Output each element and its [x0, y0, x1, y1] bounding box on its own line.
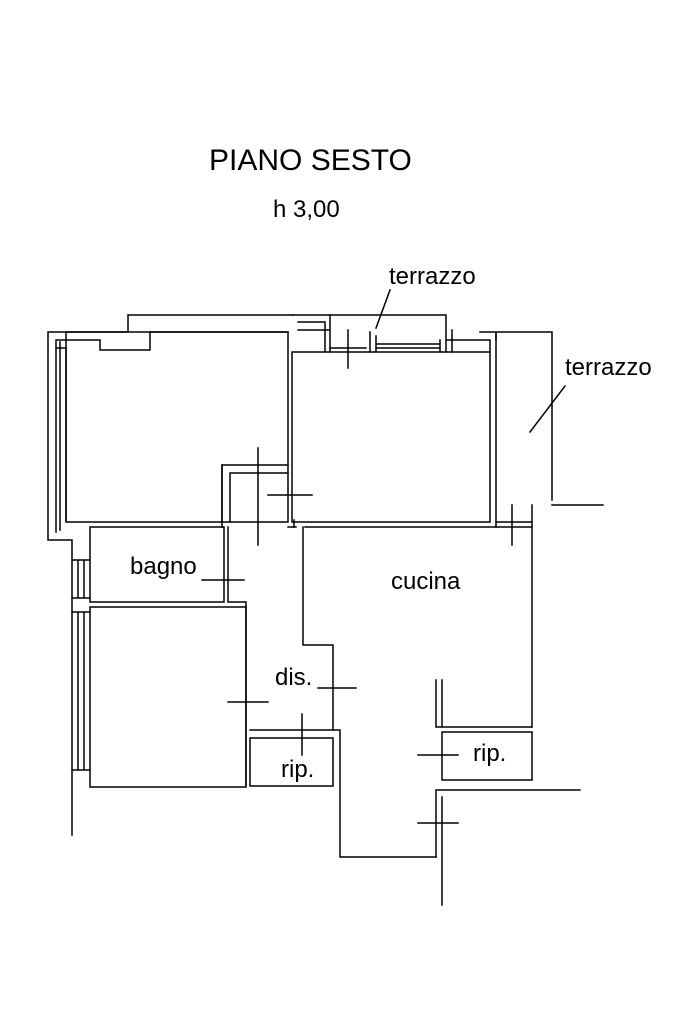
door-markers [201, 329, 533, 824]
bathroom [89, 526, 225, 603]
top-wall-mid [292, 314, 331, 353]
top-wall-right [329, 314, 497, 353]
closet-right [441, 731, 533, 781]
room-label-bagno: bagno [130, 553, 197, 580]
room-label-terrazzo-top: terrazzo [389, 263, 476, 290]
plan-title: PIANO SESTO [209, 144, 412, 177]
kitchen-lower-walls [435, 789, 581, 906]
top-window [369, 331, 441, 353]
leader-terrazzo-top [375, 289, 391, 329]
room-label-terrazzo-right: terrazzo [565, 354, 652, 381]
room-label-rip-right: rip. [473, 740, 507, 767]
outer-wall-left-inner [55, 331, 289, 533]
kitchen-right-wall [435, 679, 533, 728]
room-label-cucina: cucina [391, 568, 461, 595]
terrace-right-walls [495, 331, 604, 728]
bedroom-top-left [65, 331, 289, 523]
bathroom-window [71, 559, 91, 599]
room-label-rip-left: rip. [281, 756, 315, 783]
ceiling-height: h 3,00 [273, 196, 340, 223]
bedroom-bottom [89, 606, 247, 788]
left-window-frame [55, 341, 67, 531]
bedroom-top-right [291, 351, 491, 523]
corridor-inner [293, 519, 533, 528]
room-label-dis: dis. [275, 664, 313, 691]
small-closet-top [221, 464, 289, 528]
closet-left [249, 737, 334, 787]
bedroom-bottom-window [71, 611, 91, 771]
leader-terrazzo-right [528, 384, 567, 434]
